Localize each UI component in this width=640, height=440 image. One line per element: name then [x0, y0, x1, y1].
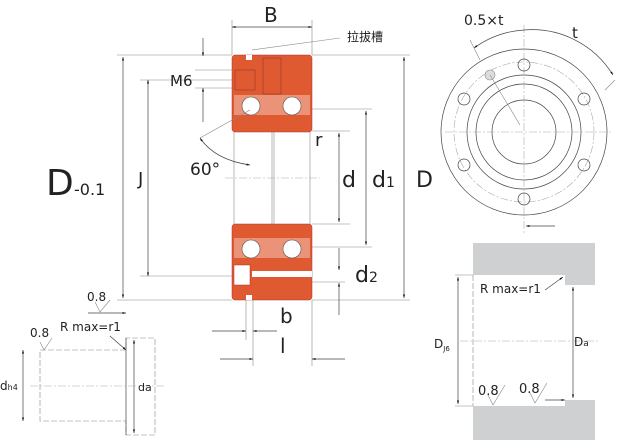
label-dh4: dh4: [0, 379, 18, 393]
label-l: l: [280, 334, 286, 358]
label-D-main: D: [46, 163, 74, 204]
roughness-housing-2: 0.8: [519, 382, 540, 397]
label-half-t: 0.5×t: [464, 13, 504, 29]
label-D-tolerance: -0.1: [74, 180, 105, 199]
groove-top: [246, 55, 252, 60]
label-da: da: [138, 381, 152, 394]
label-groove: 拉拔槽: [347, 29, 383, 44]
lube-fitting: [262, 57, 282, 95]
label-d2: d2: [355, 263, 378, 288]
groove-bottom: [246, 295, 252, 300]
upper-ring-section: [231, 54, 313, 133]
roughness-housing-1: 0.8: [478, 384, 499, 399]
label-d: d: [342, 168, 356, 193]
roughness-shaft: 0.8: [30, 326, 49, 340]
roughness-top: 0.8: [87, 290, 106, 304]
ball: [282, 239, 302, 259]
lower-channel: [252, 271, 312, 277]
label-angle: 60°: [190, 160, 220, 180]
lube-fitting: [234, 69, 256, 91]
ball: [282, 96, 302, 116]
label-t: t: [572, 24, 578, 42]
label-b: b: [280, 304, 293, 328]
label-DJ6: DJ6: [434, 337, 450, 353]
ball: [241, 96, 261, 116]
dimension-lines: [117, 20, 410, 366]
bolt-holes: [457, 58, 591, 206]
label-d1: d1: [372, 168, 395, 193]
front-view: [440, 25, 616, 235]
labels: B 拉拔槽 M6 D -0.1 J 60° r d d1 D d2 b l 0.…: [0, 3, 589, 399]
lower-ring-section: [231, 223, 313, 301]
label-M6: M6: [170, 72, 193, 90]
lower-port: [233, 264, 251, 286]
bolt-circle: [453, 61, 595, 203]
ball: [241, 239, 261, 259]
label-rmax-housing: R max=r1: [480, 282, 541, 296]
label-J: J: [137, 169, 143, 190]
bearing-section: [225, 54, 320, 301]
label-r: r: [315, 130, 323, 151]
label-Da: Da: [574, 335, 589, 349]
label-D: D: [416, 168, 433, 193]
shaft-detail: [21, 299, 165, 436]
label-rmax-shaft: R max=r1: [60, 320, 121, 334]
label-B: B: [264, 3, 278, 27]
housing-detail: [455, 243, 600, 440]
